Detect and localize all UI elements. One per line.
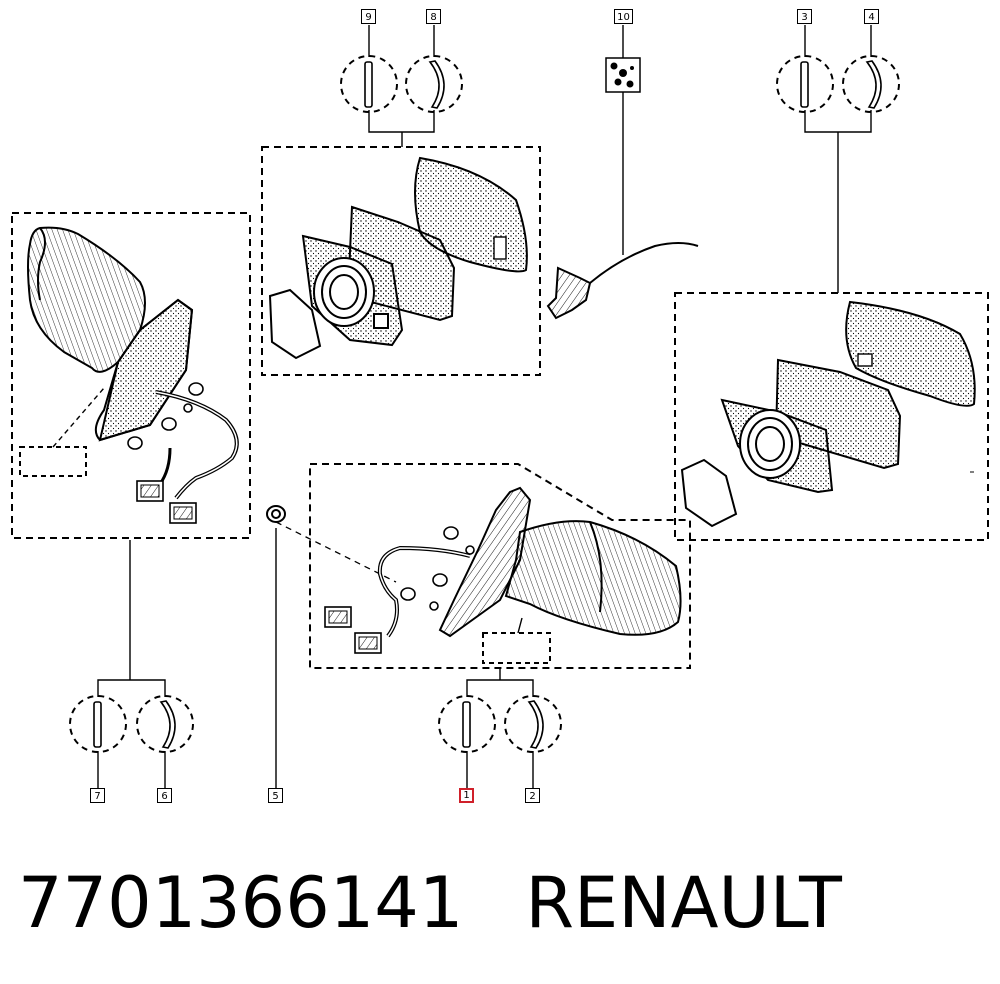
callout-9[interactable]: 9 [361, 9, 376, 24]
part-caption: 7701366141 RENAULT [18, 858, 978, 948]
upper-glass-group-frame [261, 146, 541, 376]
motor-icon-box [605, 57, 641, 93]
callout-10[interactable]: 10 [614, 9, 633, 24]
callout-3[interactable]: 3 [797, 9, 812, 24]
callout-8[interactable]: 8 [426, 9, 441, 24]
callout-2[interactable]: 2 [525, 788, 540, 803]
part-number: 7701366141 [18, 862, 464, 944]
strip-detail-9 [340, 55, 398, 113]
adjust-cable [546, 242, 699, 320]
strip-detail-7 [69, 695, 127, 753]
lower-mirror-group-frame [309, 463, 691, 669]
brand-name: RENAULT [525, 862, 842, 944]
right-glass-group-frame [674, 292, 989, 541]
lower-mirror-assembly [324, 486, 682, 654]
callout-4[interactable]: 4 [864, 9, 879, 24]
adjuster-motor-icon [610, 62, 634, 88]
strip-detail-1 [438, 695, 496, 753]
left-mirror-assembly [27, 226, 239, 524]
lower-inset-frame [482, 632, 551, 664]
callout-7[interactable]: 7 [90, 788, 105, 803]
callout-5[interactable]: 5 [268, 788, 283, 803]
right-glass-assembly [680, 300, 976, 528]
strip-detail-6 [136, 695, 194, 753]
left-mirror-group-frame [11, 212, 251, 539]
callout-6[interactable]: 6 [157, 788, 172, 803]
upper-glass-assembly [268, 156, 528, 360]
strip-detail-4 [842, 55, 900, 113]
strip-detail-8 [405, 55, 463, 113]
nut-part-5 [266, 505, 397, 583]
left-inset-frame [19, 446, 87, 477]
callout-1-selected[interactable]: 1 [459, 788, 474, 803]
strip-detail-3 [776, 55, 834, 113]
strip-detail-2 [504, 695, 562, 753]
